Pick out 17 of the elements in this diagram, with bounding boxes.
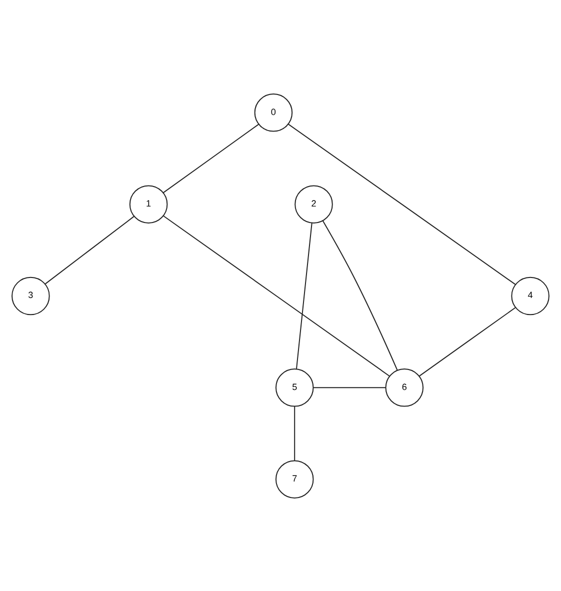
connector	[296, 222, 312, 368]
node-circle: 5	[275, 368, 314, 406]
node-circle: 3	[12, 276, 50, 315]
node-circle: 1	[129, 184, 168, 223]
connector	[44, 215, 134, 284]
connector	[163, 123, 259, 193]
connector	[163, 214, 390, 376]
node-circle: 4	[511, 276, 550, 315]
node-circle: 7	[275, 460, 314, 498]
connector	[288, 123, 516, 284]
node-circle: 2	[294, 184, 333, 223]
connector	[419, 306, 516, 376]
connector	[313, 386, 386, 388]
connector	[322, 220, 398, 370]
node-circle: 0	[254, 93, 293, 132]
node-circle: 6	[385, 368, 424, 406]
connector	[294, 406, 296, 460]
